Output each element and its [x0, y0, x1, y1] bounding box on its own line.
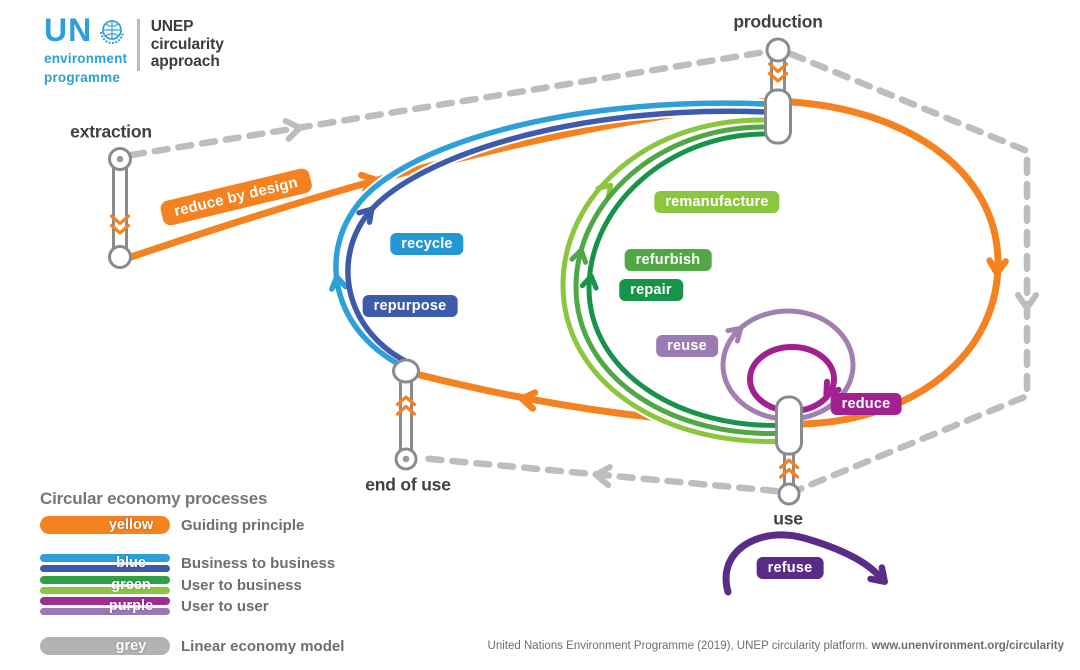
legend-row-purple: purple User to user — [40, 597, 344, 615]
reuse-pill: reuse — [656, 335, 718, 357]
extraction-node — [108, 147, 132, 269]
use-label: use — [773, 508, 803, 529]
brand-title: UNEP circularity approach — [151, 18, 224, 71]
legend-desc-green: User to business — [181, 576, 302, 594]
legend-row-green: green User to business — [40, 576, 344, 594]
footer-citation: United Nations Environment Programme (20… — [488, 640, 1064, 652]
legend: Circular economy processes yellow Guidin… — [40, 489, 344, 655]
legend-row-yellow: yellow Guiding principle — [40, 516, 344, 534]
un-logo-text: UN — [44, 12, 93, 48]
recycle-pill: recycle — [390, 233, 464, 255]
repair-curve — [586, 131, 792, 428]
repurpose-curve — [345, 108, 769, 366]
recycle-curve — [333, 100, 769, 370]
node-shapes — [108, 37, 803, 506]
use-node — [775, 395, 803, 506]
brand-line1: UNEP — [150, 18, 194, 35]
un-logo: UN environment programme — [44, 12, 128, 86]
repurpose-arrow-icon — [356, 206, 375, 225]
purple-swatch-strand-mauve — [40, 607, 170, 615]
repurpose-pill: repurpose — [362, 295, 458, 317]
brand-line3: approach — [150, 53, 220, 71]
legend-row-grey: grey Linear economy model — [40, 637, 344, 655]
legend-desc-purple: User to user — [181, 597, 269, 615]
extraction-label: extraction — [70, 121, 152, 142]
refurbish-curve — [573, 124, 792, 437]
purple-swatch: purple — [40, 597, 170, 615]
footer-citation-text: United Nations Environment Programme (20… — [487, 640, 872, 652]
reduce-arrow-icon — [823, 378, 842, 398]
legend-desc-blue: Business to business — [181, 554, 336, 572]
production-node — [764, 37, 792, 145]
node-chevron-icons — [109, 62, 800, 479]
end-of-use-label: end of use — [365, 474, 451, 495]
linear-path-arrow-icons — [282, 118, 1039, 489]
reduce-pill: reduce — [830, 393, 902, 415]
legend-desc-grey: Linear economy model — [181, 637, 345, 655]
recycle-arrow-icon — [329, 274, 349, 292]
header: UN environment programme UNEP circularit… — [44, 12, 224, 86]
end-of-use-node — [392, 358, 420, 471]
yellow-swatch-word: yellow — [108, 516, 154, 533]
refurbish-pill: refurbish — [624, 249, 712, 271]
remanufacture-pill: remanufacture — [654, 191, 780, 213]
un-emblem-icon — [100, 20, 125, 45]
blue-swatch-word: blue — [116, 554, 146, 571]
un-logo-env-line1: environment — [44, 51, 128, 66]
un-logo-env-line2: programme — [44, 70, 121, 86]
blue-swatch-strand-light — [40, 554, 170, 562]
repair-arrow-icon — [579, 273, 599, 291]
header-divider — [137, 19, 140, 71]
refuse-pill: refuse — [756, 557, 824, 579]
reuse-arrow-icon — [725, 325, 744, 344]
production-label: production — [733, 11, 823, 32]
yellow-swatch: yellow — [40, 516, 170, 534]
legend-row-blue: blue Business to business — [40, 554, 344, 572]
blue-swatch: blue — [40, 554, 170, 572]
green-swatch-strand-light — [40, 586, 170, 594]
brand-line2: circularity — [150, 35, 224, 53]
blue-swatch-strand-dark — [40, 564, 170, 572]
purple-swatch-word: purple — [108, 597, 154, 614]
refurbish-arrow-icon — [569, 247, 589, 265]
legend-desc-yellow: Guiding principle — [181, 516, 305, 534]
green-swatch: green — [40, 576, 170, 594]
purple-swatch-strand-magenta — [40, 597, 170, 605]
green-swatch-word: green — [111, 576, 151, 593]
refuse-curve — [722, 531, 884, 596]
legend-title: Circular economy processes — [40, 489, 268, 508]
refuse-arrow-icon — [867, 564, 888, 585]
repair-pill: repair — [619, 279, 683, 301]
grey-swatch-word: grey — [115, 637, 147, 654]
grey-swatch: grey — [40, 637, 170, 655]
footer-citation-link[interactable]: www.unenvironment.org/circularity — [871, 640, 1064, 652]
green-swatch-strand-dark — [40, 576, 170, 584]
remanufacture-curve — [560, 117, 792, 444]
